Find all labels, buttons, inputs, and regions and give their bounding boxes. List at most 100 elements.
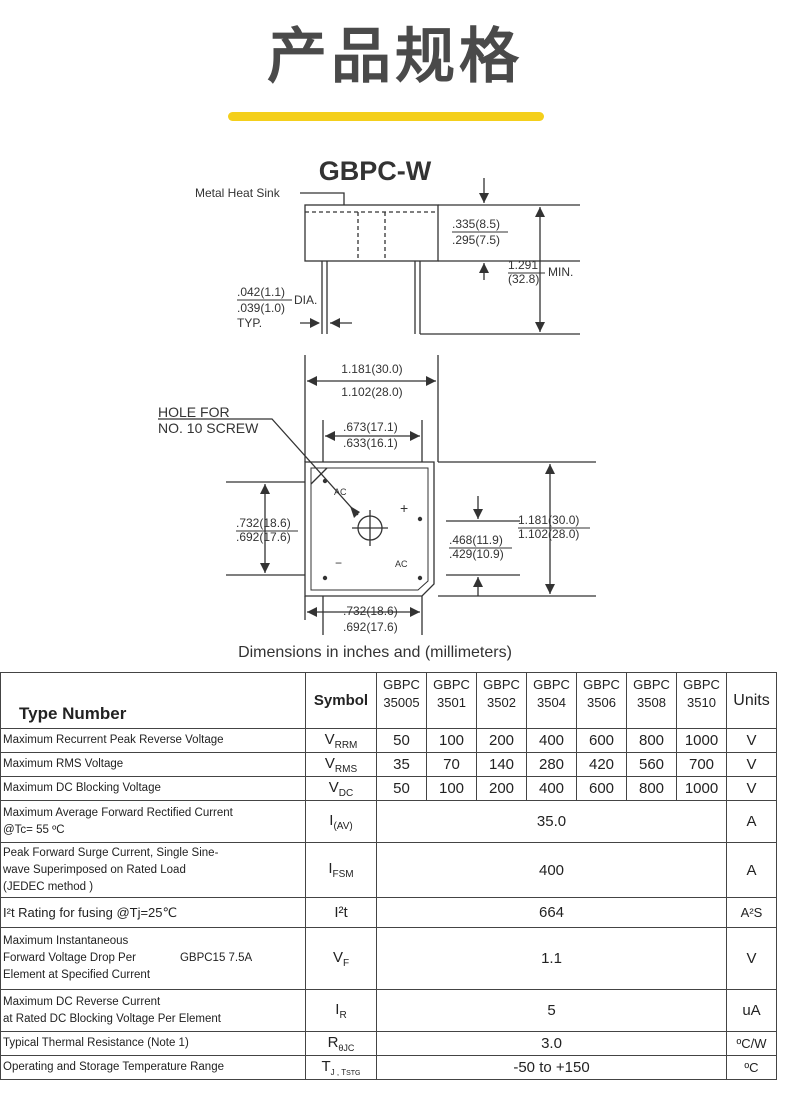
param-cell: I²t Rating for fusing @Tj=25℃ <box>0 897 306 928</box>
dim-dia-suffix: DIA. <box>294 293 317 307</box>
dim-lead-max: 1.291 <box>508 258 538 272</box>
value-cell: 50 <box>376 728 427 753</box>
side-view <box>300 178 580 335</box>
value-cell: 3.0 <box>376 1031 727 1056</box>
value-cell: 1000 <box>676 776 727 801</box>
value-cell: 400 <box>526 728 577 753</box>
unit-cell: A <box>726 842 777 898</box>
unit-cell: V <box>726 927 777 990</box>
param-cell: Peak Forward Surge Current, Single Sine-… <box>0 842 306 898</box>
page-title: 产品规格 <box>267 22 523 92</box>
value-cell: 400 <box>526 776 577 801</box>
param-cell: Maximum DC Blocking Voltage <box>0 776 306 801</box>
value-cell: 200 <box>476 776 527 801</box>
value-cell: 100 <box>426 776 477 801</box>
value-cell: 1000 <box>676 728 727 753</box>
units-header: Units <box>726 672 777 729</box>
dim-mid-min: .429(10.9) <box>449 547 504 561</box>
symbol-cell: TJ , TSTG <box>305 1055 377 1080</box>
table-row: Peak Forward Surge Current, Single Sine-… <box>0 842 777 898</box>
top-view <box>158 355 596 635</box>
pin-ac-bottom: AC <box>395 559 408 569</box>
value-cell: 700 <box>676 752 727 777</box>
value-cell: 35.0 <box>376 800 727 843</box>
value-cell: 600 <box>576 728 627 753</box>
table-row: Typical Thermal Resistance (Note 1) RθJC… <box>0 1031 777 1056</box>
dim-height-min: .295(7.5) <box>452 233 500 247</box>
value-cell: 664 <box>376 897 727 928</box>
value-cell: 70 <box>426 752 477 777</box>
unit-cell: A²S <box>726 897 777 928</box>
dim-right-min: 1.102(28.0) <box>518 527 579 541</box>
dim-width-min: 1.102(28.0) <box>341 385 402 399</box>
pin-minus: − <box>335 556 342 570</box>
symbol-cell: VRRM <box>305 728 377 753</box>
table-row: Maximum Recurrent Peak Reverse Voltage V… <box>0 728 777 753</box>
dim-mid-max: .468(11.9) <box>449 533 503 547</box>
dim-right-max: 1.181(30.0) <box>518 513 579 527</box>
dim-bottom-min: .692(17.6) <box>343 620 398 634</box>
param-cell: Maximum Average Forward Rectified Curren… <box>0 800 306 843</box>
value-cell: 50 <box>376 776 427 801</box>
model-title: GBPC-W <box>319 156 432 186</box>
package-dimension-drawing: GBPC-W Metal Heat Sink .335(8.5) .295(7.… <box>158 156 596 661</box>
value-cell: 100 <box>426 728 477 753</box>
type-number-header: Type Number <box>0 672 306 729</box>
symbol-header: Symbol <box>305 672 377 729</box>
dim-lead-suffix: MIN. <box>548 265 573 279</box>
value-cell: 800 <box>626 776 677 801</box>
hole-label-line2: NO. 10 SCREW <box>158 420 259 436</box>
table-row: Maximum Average Forward Rectified Curren… <box>0 800 777 843</box>
symbol-cell: IR <box>305 989 377 1032</box>
value-cell: -50 to +150 <box>376 1055 727 1080</box>
unit-cell: uA <box>726 989 777 1032</box>
table-row: Maximum DC Blocking Voltage VDC 50 100 2… <box>0 776 777 801</box>
dim-dia-max: .042(1.1) <box>237 285 285 299</box>
unit-cell: ºC <box>726 1055 777 1080</box>
table-row: Maximum RMS Voltage VRMS 35 70 140 280 4… <box>0 752 777 777</box>
dim-bottom-max: .732(18.6) <box>343 604 398 618</box>
dim-inner-max: .673(17.1) <box>343 420 398 434</box>
unit-cell: A <box>726 800 777 843</box>
value-cell: 400 <box>376 842 727 898</box>
dimension-caption: Dimensions in inches and (millimeters) <box>238 644 512 661</box>
dim-dia-min: .039(1.0) <box>237 301 285 315</box>
value-cell: 1.1 <box>376 927 727 990</box>
symbol-cell: VRMS <box>305 752 377 777</box>
value-cell: 200 <box>476 728 527 753</box>
heat-sink-label: Metal Heat Sink <box>195 186 281 200</box>
value-cell: 5 <box>376 989 727 1032</box>
dim-width-max: 1.181(30.0) <box>341 362 402 376</box>
dim-left-min: .692(17.6) <box>236 530 291 544</box>
title-underline <box>228 112 544 121</box>
pin-ac-top: AC <box>334 487 347 497</box>
dim-lead-min: (32.8) <box>508 272 539 286</box>
symbol-cell: VDC <box>305 776 377 801</box>
value-cell: 420 <box>576 752 627 777</box>
value-cell: 560 <box>626 752 677 777</box>
unit-cell: V <box>726 728 777 753</box>
value-cell: 800 <box>626 728 677 753</box>
param-cell: Maximum RMS Voltage <box>0 752 306 777</box>
value-cell: 280 <box>526 752 577 777</box>
top-view-arrowheads <box>260 376 555 617</box>
unit-cell: ºC/W <box>726 1031 777 1056</box>
hole-label-line1: HOLE FOR <box>158 404 230 420</box>
pin-plus: + <box>400 500 408 516</box>
table-row: I²t Rating for fusing @Tj=25℃ I²t 664 A²… <box>0 897 777 928</box>
symbol-cell: IFSM <box>305 842 377 898</box>
unit-cell: V <box>726 776 777 801</box>
side-view-arrowheads <box>310 193 545 332</box>
unit-cell: V <box>726 752 777 777</box>
value-cell: 600 <box>576 776 627 801</box>
